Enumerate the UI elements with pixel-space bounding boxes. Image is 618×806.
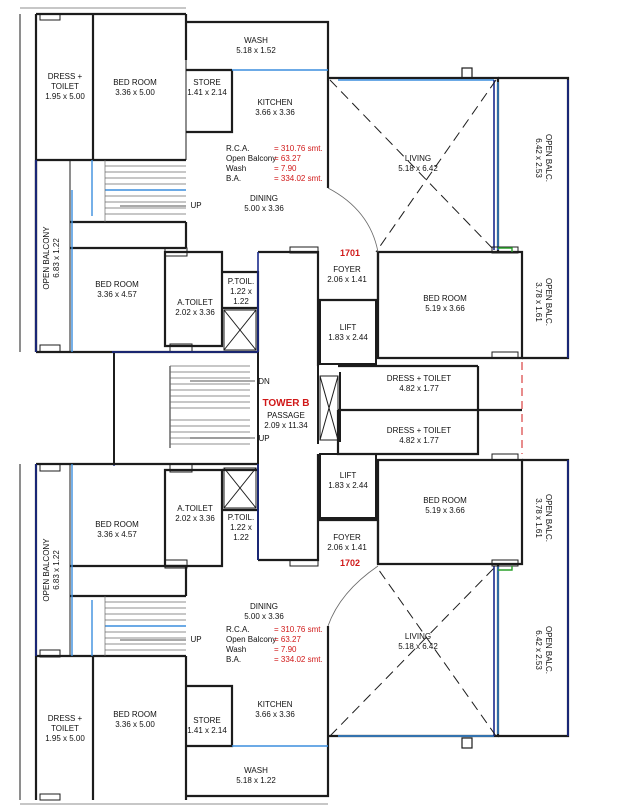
column-bed-mid-2 (491, 453, 519, 461)
lift-bottom-shaft (319, 453, 377, 519)
column-foyer-bottom (289, 559, 319, 567)
unit-1702-railing (35, 460, 569, 736)
door-swing-bottom (327, 565, 379, 627)
column-mid-left-2 (39, 463, 61, 472)
shaft-bottom (223, 467, 257, 509)
room-open-balc-small-bottom: OPEN BALC.3.78 x 1.61 (534, 493, 553, 542)
column-bottom-left (39, 793, 61, 801)
living-top-cross (329, 79, 497, 253)
unit-number-1702: 1702 (339, 558, 361, 568)
core-railing (112, 351, 258, 466)
unit-1701-railing (35, 80, 569, 358)
stair-top-treads (104, 160, 186, 222)
column-foyer-top (289, 246, 319, 254)
column-lower-left (39, 649, 61, 658)
room-open-balc-big-top: OPEN BALC.6.42 x 2.53 (534, 133, 553, 182)
room-open-balc-small-top: OPEN BALC.3.78 x 1.61 (534, 277, 553, 326)
column-bedroom-bottom (164, 559, 188, 569)
green-marker-top (498, 247, 513, 252)
room-open-balc-big-bottom: OPEN BALC.6.42 x 2.53 (534, 625, 553, 674)
column-top-left (39, 13, 61, 21)
unit-number-1701: 1701 (339, 248, 361, 258)
tower-name: TOWER B (262, 398, 310, 409)
stair-up-core: UP (258, 434, 270, 443)
door-swing-top (327, 187, 379, 253)
column-bedroom-top (164, 247, 188, 257)
stair-bottom-treads (104, 596, 186, 656)
green-marker-bottom (498, 566, 513, 571)
column-bed-bottom (491, 559, 519, 567)
unit-1702-glazing (71, 464, 499, 747)
column-atoilet-bottom (169, 463, 193, 473)
stair-down: DN (258, 377, 270, 386)
unit-1702-walls (19, 410, 570, 800)
column-bed-mid (491, 351, 519, 359)
unit-1701-walls (19, 12, 570, 412)
core-shaft (319, 375, 339, 441)
shaft-top (223, 309, 257, 351)
column-mid-left (39, 344, 61, 353)
core-treads (170, 365, 250, 445)
area-summary-top: R.C.A.= 310.76 smt. Open Balcony= 63.27 … (226, 144, 323, 183)
living-bottom-cross (329, 565, 497, 737)
stair-up-top: UP (190, 201, 202, 210)
column-top (461, 67, 473, 79)
unit-1701-glazing (71, 69, 499, 352)
stair-up-bottom: UP (190, 635, 202, 644)
lift-top-shaft (319, 299, 377, 365)
column-bottom (461, 737, 473, 749)
column-bed-top (491, 246, 519, 254)
area-summary-bottom: R.C.A.= 310.76 smt. Open Balcony= 63.27 … (226, 625, 323, 664)
